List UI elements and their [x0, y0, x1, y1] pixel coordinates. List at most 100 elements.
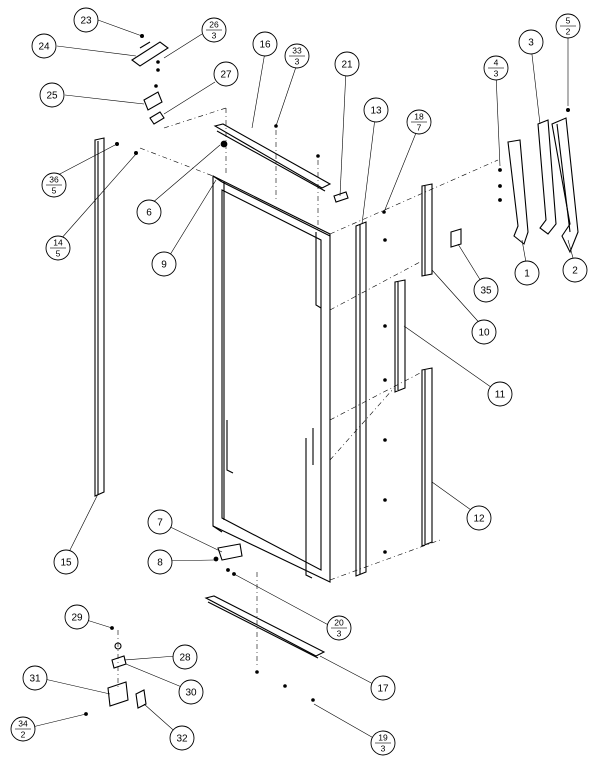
callout-part-number: 29 — [71, 613, 83, 624]
top-hinge-assembly — [115, 34, 228, 155]
callout-6: 6 — [136, 199, 162, 225]
callout-part-number: 16 — [259, 40, 271, 51]
callout-circle — [363, 97, 389, 123]
callout-24: 24 — [31, 33, 57, 59]
callout-part-number: 6 — [146, 208, 152, 219]
callout-quantity: 3 — [337, 628, 342, 638]
callout-circle — [169, 725, 195, 751]
callout-quantity: 3 — [295, 56, 300, 66]
callout-circle — [514, 260, 540, 286]
callout-17: 17 — [370, 675, 396, 701]
callout-circle — [487, 381, 513, 407]
callout-13: 13 — [363, 97, 389, 123]
callout-part-number: 30 — [185, 688, 197, 699]
right-brackets — [498, 108, 579, 254]
callout-part-number: 5 — [566, 15, 571, 25]
callout-31: 31 — [22, 665, 48, 691]
callout-circle — [334, 51, 360, 77]
callout-25: 25 — [39, 82, 65, 108]
callout-quantity: 3 — [212, 30, 217, 40]
callout-5: 52 — [555, 13, 581, 39]
callout-circle — [73, 7, 99, 33]
callout-part-number: 21 — [341, 60, 353, 71]
callout-quantity: 2 — [21, 729, 26, 739]
callout-part-number: 3 — [528, 38, 534, 49]
callout-30: 30 — [178, 679, 204, 705]
callout-9: 9 — [151, 251, 177, 277]
callout-circle — [172, 644, 198, 670]
callout-part-number: 14 — [53, 237, 63, 247]
bottom-channel — [204, 543, 326, 659]
callout-circle — [64, 604, 90, 630]
callout-part-number: 20 — [334, 617, 344, 627]
callout-4: 43 — [483, 55, 509, 81]
callout-part-number: 11 — [495, 390, 506, 401]
callout-part-number: 31 — [29, 674, 41, 685]
right-strips — [394, 183, 462, 547]
callout-part-number: 24 — [38, 42, 50, 53]
callout-part-number: 19 — [378, 732, 388, 742]
callout-part-number: 4 — [494, 57, 499, 67]
callout-part-number: 23 — [80, 16, 92, 27]
callout-part-number: 18 — [414, 111, 424, 121]
callout-21: 21 — [334, 51, 360, 77]
callout-circle — [562, 257, 588, 283]
callout-20: 203 — [326, 615, 352, 641]
callout-circle — [151, 251, 177, 277]
callout-circle — [466, 505, 492, 531]
callout-35: 35 — [473, 277, 499, 303]
callout-16: 16 — [252, 31, 278, 57]
callout-10: 10 — [471, 319, 497, 345]
callout-part-number: 7 — [157, 518, 163, 529]
callout-quantity: 3 — [494, 68, 499, 78]
callout-8: 8 — [147, 549, 173, 575]
callout-7: 7 — [147, 509, 173, 535]
door-frame — [212, 175, 331, 583]
callout-14: 145 — [45, 235, 71, 261]
callout-part-number: 9 — [161, 260, 167, 271]
callout-part-number: 12 — [473, 514, 485, 525]
callout-34: 342 — [10, 716, 36, 742]
callout-circle — [473, 277, 499, 303]
right-side-panel — [355, 221, 367, 577]
callout-part-number: 36 — [49, 174, 59, 184]
callout-part-number: 15 — [60, 558, 72, 569]
callout-part-number: 10 — [478, 328, 490, 339]
callout-part-number: 13 — [370, 106, 382, 117]
callout-quantity: 5 — [52, 185, 57, 195]
callout-23: 23 — [73, 7, 99, 33]
bottom-hinge-assembly — [84, 626, 147, 716]
callout-part-number: 27 — [220, 70, 232, 81]
callout-part-number: 35 — [480, 286, 492, 297]
callout-part-number: 33 — [292, 45, 302, 55]
callout-quantity: 7 — [417, 122, 422, 132]
callout-part-number: 28 — [179, 653, 191, 664]
callout-32: 32 — [169, 725, 195, 751]
callout-26: 263 — [201, 17, 227, 43]
callout-circle — [147, 509, 173, 535]
callout-part-number: 34 — [18, 718, 28, 728]
callout-quantity: 2 — [566, 26, 571, 36]
callout-circle — [31, 33, 57, 59]
callout-circle — [370, 675, 396, 701]
callout-part-number: 32 — [176, 734, 188, 745]
callout-quantity: 5 — [56, 248, 61, 258]
callout-part-number: 2 — [572, 266, 578, 277]
callout-part-number: 1 — [524, 269, 530, 280]
callout-1: 1 — [514, 260, 540, 286]
callout-27: 27 — [213, 61, 239, 87]
callout-part-number: 8 — [157, 558, 163, 569]
callout-circle — [252, 31, 278, 57]
callout-19: 193 — [370, 730, 396, 756]
screws — [255, 124, 387, 702]
callout-quantity: 3 — [381, 743, 386, 753]
top-channel — [213, 123, 332, 192]
callout-36: 365 — [41, 172, 67, 198]
callout-18: 187 — [406, 109, 432, 135]
part-21 — [333, 191, 349, 203]
callout-28: 28 — [172, 644, 198, 670]
callout-circle — [39, 82, 65, 108]
